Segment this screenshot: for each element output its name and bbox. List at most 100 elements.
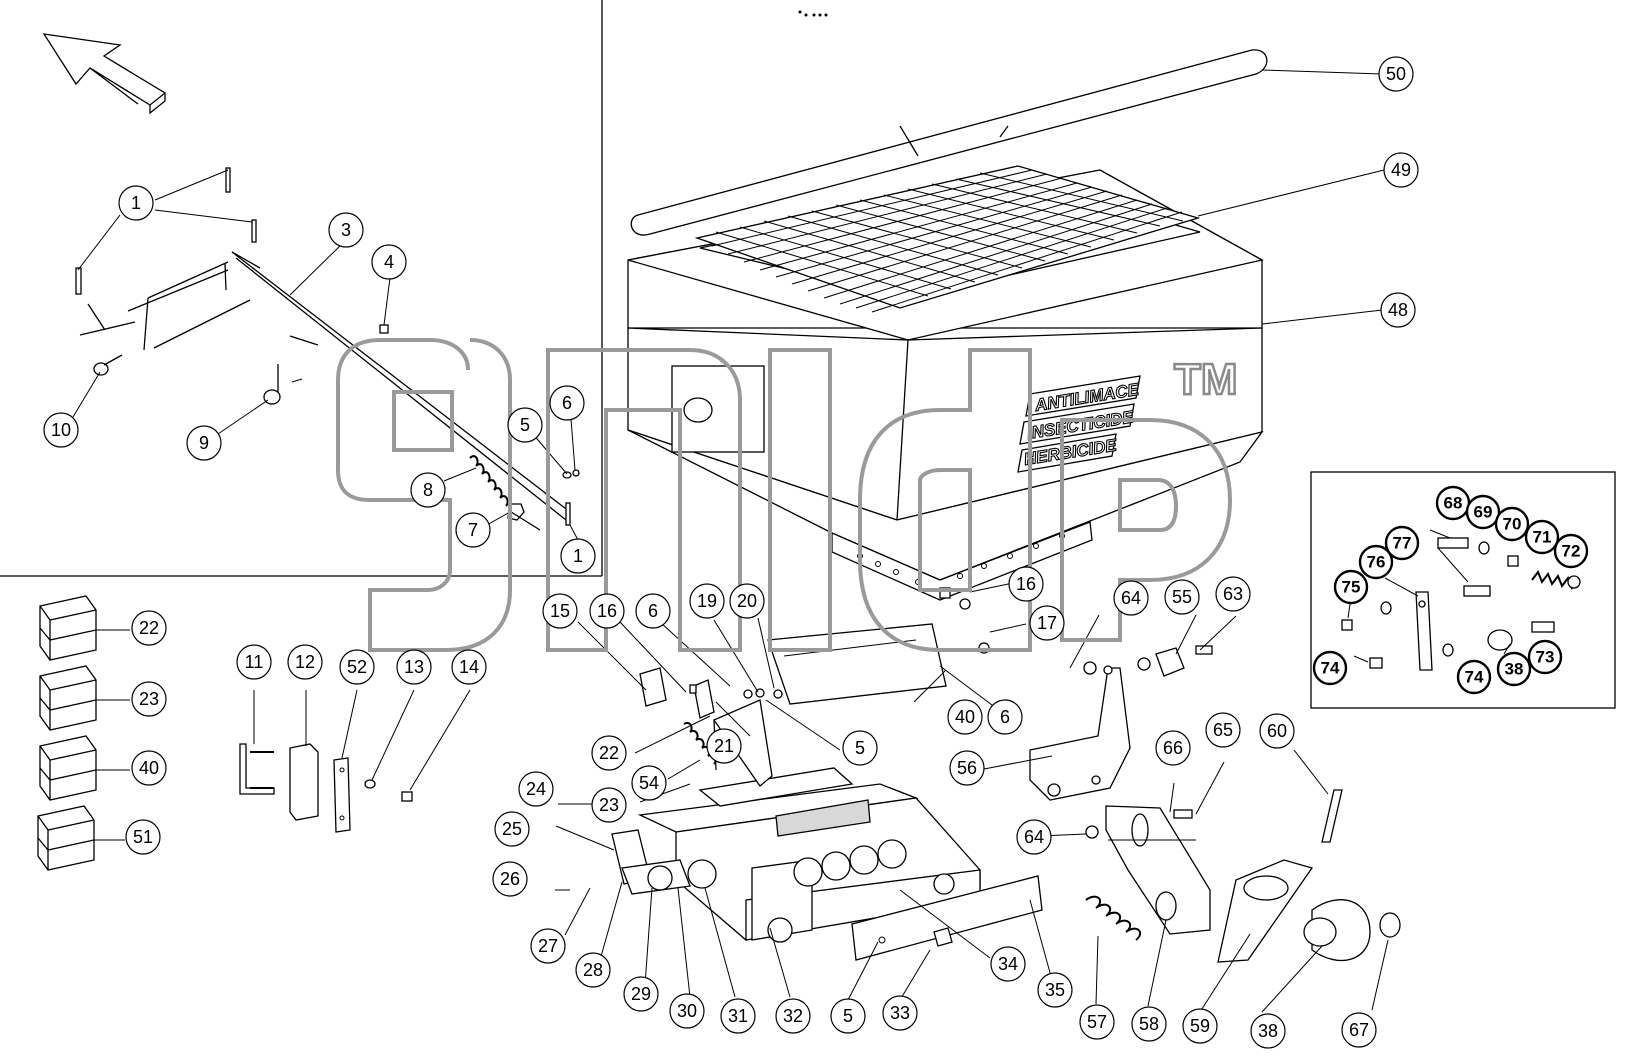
callout-11: 11 — [236, 644, 272, 680]
callout-number: 3 — [341, 220, 351, 240]
callout-circle — [842, 730, 878, 766]
callout-circle — [1155, 730, 1191, 766]
callout-64: 64 — [1016, 819, 1052, 855]
callout-number: 52 — [347, 657, 367, 677]
callout-number: 29 — [631, 984, 651, 1004]
callout-7: 7 — [455, 512, 491, 548]
callout-number: 38 — [1505, 660, 1524, 679]
callout-circle — [1008, 566, 1044, 602]
callout-number: 10 — [51, 420, 71, 440]
callout-60: 60 — [1259, 713, 1295, 749]
callout-number: 5 — [520, 415, 530, 435]
callout-circle — [729, 583, 765, 619]
callout-number: 4 — [384, 252, 394, 272]
callout-circle — [396, 649, 432, 685]
callout-circle — [507, 407, 543, 443]
callout-number: 49 — [1391, 160, 1411, 180]
callout-circle — [882, 995, 918, 1031]
callout-31: 31 — [720, 998, 756, 1034]
callout-number: 74 — [1321, 659, 1340, 678]
callout-3: 3 — [328, 212, 364, 248]
callout-circle — [1312, 650, 1348, 686]
callout-circle — [635, 593, 671, 629]
callout-23: 23 — [591, 787, 627, 823]
watermark-trademark: TM — [1174, 355, 1238, 404]
callout-number: 34 — [998, 954, 1018, 974]
callout-number: 23 — [599, 795, 619, 815]
callout-number: 55 — [1172, 587, 1192, 607]
callout-6: 6 — [549, 385, 585, 421]
callout-circle — [131, 610, 167, 646]
callout-circle — [131, 681, 167, 717]
callout-number: 20 — [737, 591, 757, 611]
callout-65: 65 — [1205, 712, 1241, 748]
callout-number: 64 — [1121, 588, 1141, 608]
callout-number: 6 — [562, 393, 572, 413]
callout-35: 35 — [1037, 972, 1073, 1008]
callout-number: 15 — [550, 601, 570, 621]
callout-54: 54 — [631, 765, 667, 801]
callout-number: 69 — [1474, 503, 1493, 522]
callout-circle — [131, 750, 167, 786]
callout-number: 57 — [1087, 1012, 1107, 1032]
callout-40: 40 — [947, 699, 983, 735]
callout-circle — [1205, 712, 1241, 748]
callout-circle — [560, 538, 596, 574]
callout-74: 74 — [1456, 659, 1492, 695]
callout-circle — [530, 928, 566, 964]
left-spare-blocks — [37, 595, 130, 871]
callout-circle — [1527, 639, 1563, 675]
left-hardware — [239, 689, 471, 833]
callout-30: 30 — [669, 993, 705, 1029]
spring — [469, 455, 509, 507]
callout-number: 63 — [1223, 584, 1243, 604]
callout-number: 70 — [1503, 515, 1522, 534]
callout-27: 27 — [530, 928, 566, 964]
callout-number: 1 — [131, 193, 141, 213]
callout-circle — [1383, 152, 1419, 188]
callout-circle — [549, 385, 585, 421]
inset-small-parts — [1341, 529, 1581, 671]
callout-number: 7 — [468, 520, 478, 540]
callout-number: 56 — [957, 758, 977, 778]
callout-38: 38 — [1496, 651, 1532, 687]
callout-number: 32 — [783, 1006, 803, 1026]
callout-circle — [371, 244, 407, 280]
callout-circle — [1029, 605, 1065, 641]
callout-number: 26 — [500, 869, 520, 889]
callout-number: 11 — [245, 652, 264, 672]
callout-22: 22 — [591, 735, 627, 771]
callout-circle — [1494, 506, 1530, 542]
callout-number: 35 — [1045, 980, 1065, 1000]
callout-number: 13 — [404, 657, 424, 677]
callout-circle — [451, 649, 487, 685]
callout-64: 64 — [1113, 580, 1149, 616]
watermark-logo: TM — [336, 338, 1239, 652]
callout-number: 58 — [1139, 1014, 1159, 1034]
callout-59: 59 — [1182, 1008, 1218, 1044]
hopper-grid — [694, 165, 1201, 313]
callout-number: 67 — [1349, 1020, 1369, 1040]
callout-circle — [1378, 56, 1414, 92]
callout-circle — [1182, 1008, 1218, 1044]
callout-number: 38 — [1258, 1021, 1278, 1041]
callout-number: 65 — [1213, 720, 1233, 740]
callout-circle — [542, 593, 578, 629]
callout-circle — [1016, 819, 1052, 855]
callout-28: 28 — [575, 952, 611, 988]
callout-19: 19 — [689, 583, 725, 619]
callout-circle — [669, 993, 705, 1029]
callout-circle — [987, 699, 1023, 735]
callout-17: 17 — [1029, 605, 1065, 641]
callout-number: 74 — [1465, 668, 1484, 687]
callout-number: 75 — [1342, 578, 1361, 597]
callout-32: 32 — [775, 998, 811, 1034]
callout-25: 25 — [494, 811, 530, 847]
callout-33: 33 — [882, 995, 918, 1031]
callout-number: 59 — [1190, 1016, 1210, 1036]
callout-number: 76 — [1367, 553, 1386, 572]
callout-number: 8 — [423, 480, 433, 500]
callout-21: 21 — [706, 728, 742, 764]
callout-number: 17 — [1037, 613, 1057, 633]
